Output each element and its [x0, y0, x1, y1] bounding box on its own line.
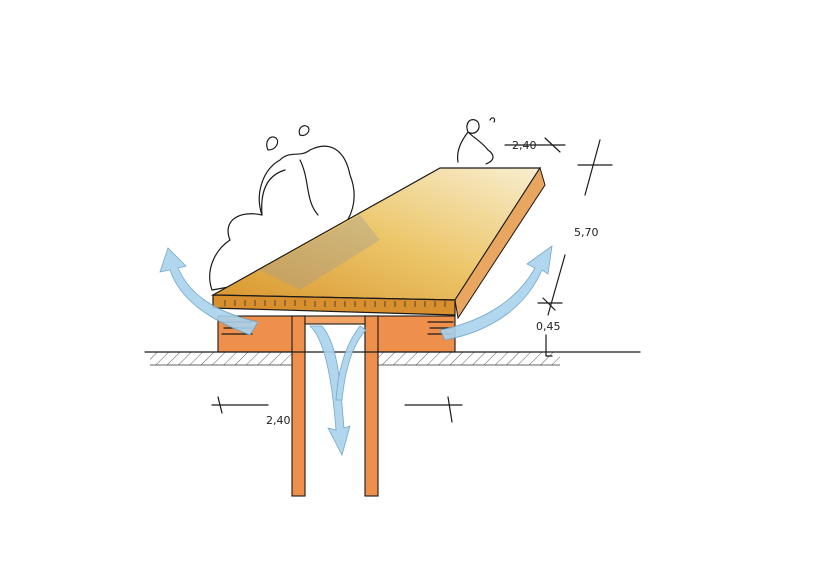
dim-base-height: 0,45 — [536, 320, 561, 333]
dimension-lines — [211, 137, 613, 423]
roof-ribs — [224, 300, 446, 307]
airflow-down-arrow — [308, 325, 351, 457]
right-column — [364, 315, 379, 497]
left-column — [291, 315, 306, 497]
airflow-arrows — [159, 245, 553, 457]
dim-roof-width: 2,40 — [512, 139, 537, 152]
person-sketch — [266, 117, 496, 165]
ground-hatch — [150, 352, 292, 365]
dim-column-spacing: 2,40 — [266, 414, 291, 427]
airflow-down-arrow-2 — [335, 325, 367, 401]
bridge — [304, 315, 366, 325]
roof-shadow — [260, 215, 380, 290]
tree-outline-2 — [261, 159, 319, 216]
structure — [217, 315, 456, 497]
roof-edge — [212, 294, 456, 316]
airflow-left-arrow — [159, 247, 259, 336]
dim-roof-height: 5,70 — [574, 226, 599, 239]
ground-hatch-right — [378, 352, 560, 365]
airflow-right-arrow — [439, 245, 553, 341]
roof-slab — [210, 167, 542, 301]
roof-side — [454, 166, 546, 320]
